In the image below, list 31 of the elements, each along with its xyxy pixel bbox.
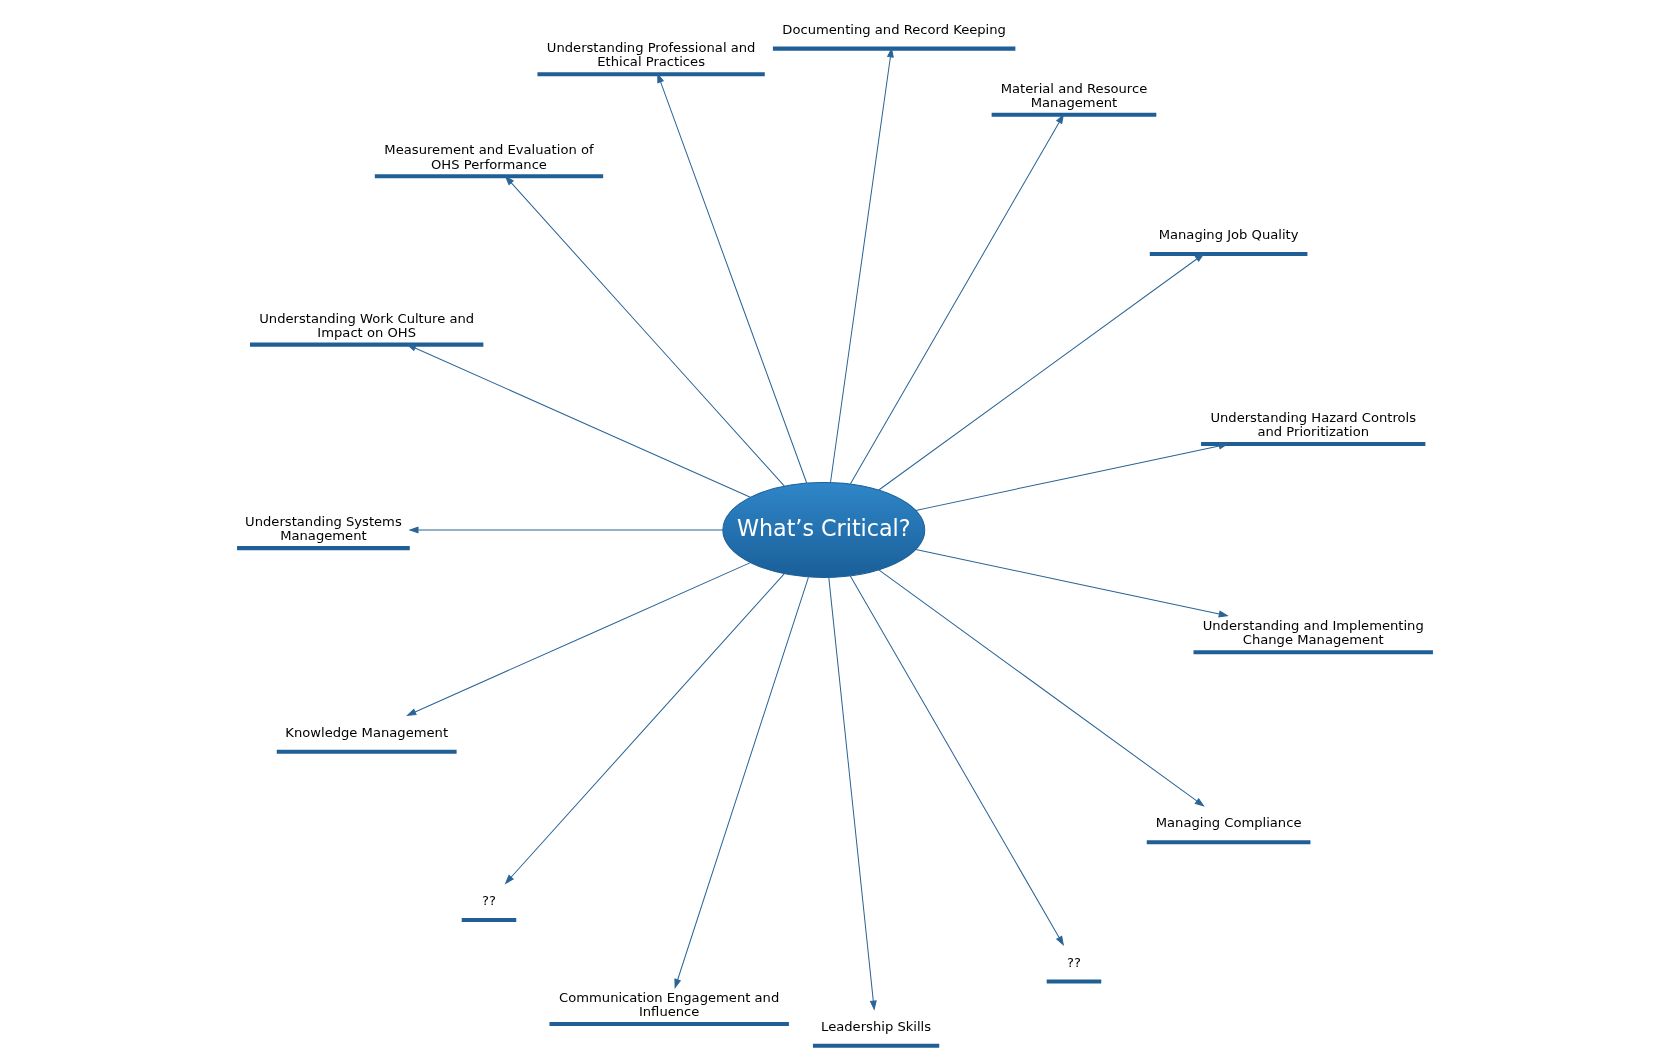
node-ellipse: What’s Critical?	[722, 481, 926, 578]
arrow	[408, 526, 724, 534]
arrow	[406, 344, 751, 498]
arrow	[657, 72, 808, 484]
node-text: Documenting and Record Keeping	[782, 21, 1006, 37]
node-text: Understanding Systems Management	[245, 514, 402, 544]
node-text: Managing Job Quality	[1158, 227, 1299, 243]
arrow	[878, 569, 1205, 807]
node-text: ??	[482, 893, 496, 909]
node-text: Understanding Work Culture and Impact on OHS	[259, 310, 475, 340]
arrow	[915, 442, 1229, 511]
arrow	[674, 576, 809, 989]
node-text: Understanding and Implementing Change Management	[1202, 618, 1424, 648]
node-text: Understanding Hazard Controls and Prioritization	[1210, 410, 1417, 440]
arrow	[849, 113, 1065, 485]
node-text: ??	[1067, 954, 1081, 970]
arrow	[828, 577, 877, 1011]
node-text: Material and Resource Management	[1000, 80, 1148, 111]
node-text: Leadership Skills	[821, 1019, 932, 1035]
node-text: Understanding Professional and Ethical Practices	[546, 40, 756, 70]
arrow	[878, 253, 1205, 491]
arrow	[829, 47, 894, 483]
arrow	[406, 562, 751, 716]
arrow	[504, 573, 785, 885]
node-text: Communication Engagement and Influence	[559, 990, 780, 1020]
arrow	[849, 575, 1065, 947]
node-text: Knowledge Management	[285, 724, 449, 740]
arrow	[504, 175, 785, 487]
node-text: Managing Compliance	[1155, 815, 1302, 831]
node-text: Measurement and Evaluation of OHS Performance	[384, 142, 594, 172]
arrow	[915, 549, 1229, 618]
